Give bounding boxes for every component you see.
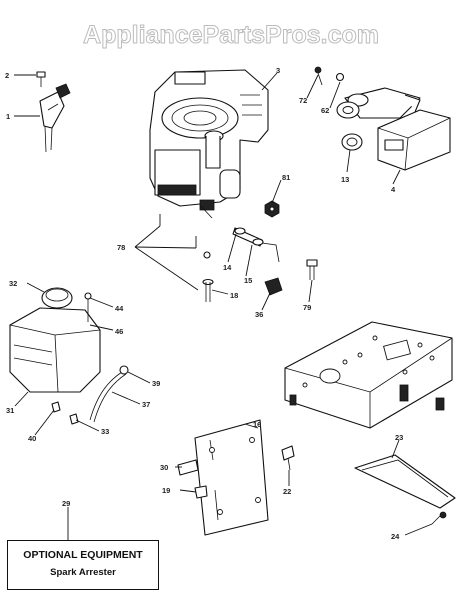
shaft-assembly-part (232, 227, 280, 263)
callout-44: 44 (115, 304, 124, 313)
callout-33: 33 (101, 427, 109, 436)
fuel-cap-part (41, 287, 73, 309)
exhaust-gasket-part (336, 101, 360, 119)
stud-part (306, 259, 318, 280)
callout-39: 39 (152, 379, 160, 388)
callout-15: 15 (244, 276, 252, 285)
callout-22: 22 (283, 487, 291, 496)
callout-labels: 2 1 3 72 62 81 13 4 78 14 15 18 36 79 32… (5, 66, 403, 541)
callout-19: 19 (162, 486, 170, 495)
gasket-part (341, 133, 363, 151)
fuel-filter-part (84, 292, 92, 322)
callout-81: 81 (282, 173, 290, 182)
callout-40: 40 (28, 434, 36, 443)
callout-36: 36 (255, 310, 263, 319)
bolt-part (202, 251, 214, 302)
nut-part (264, 200, 280, 218)
callout-1: 1 (6, 112, 10, 121)
optional-equipment-title: OPTIONAL EQUIPMENT (23, 549, 143, 561)
callout-72: 72 (299, 96, 307, 105)
fuel-line-part (51, 365, 129, 425)
cover-plate-part (354, 454, 456, 509)
cover-screw-part (431, 511, 447, 525)
callout-31: 31 (6, 406, 14, 415)
callout-46: 46 (115, 327, 123, 336)
mounting-bolts-part (134, 214, 199, 291)
callout-13: 13 (341, 175, 349, 184)
callout-2: 2 (5, 71, 9, 80)
leader-lines (14, 72, 433, 540)
optional-equipment-box: OPTIONAL EQUIPMENT Spark Arrester (7, 540, 159, 590)
callout-3: 3 (276, 66, 280, 75)
callout-18: 18 (230, 291, 238, 300)
throttle-bracket-part (39, 83, 71, 153)
spark-arrester-label: Spark Arrester (50, 567, 116, 578)
screw-shield-part (281, 445, 295, 471)
heat-shield-part (194, 419, 269, 536)
callout-32: 32 (9, 279, 17, 288)
engine-part (149, 69, 269, 219)
callout-78: 78 (117, 243, 125, 252)
callout-30: 30 (160, 463, 168, 472)
callout-24: 24 (391, 532, 400, 541)
callout-62: 62 (321, 106, 329, 115)
screw-part (36, 71, 46, 87)
clip-part (177, 459, 208, 499)
callout-16: 16 (253, 420, 261, 429)
callout-79: 79 (303, 303, 311, 312)
bolts-muffler-part (314, 66, 345, 86)
callout-4: 4 (391, 185, 396, 194)
callout-14: 14 (223, 263, 232, 272)
watermark-text: AppliancePartsPros.com (83, 21, 379, 49)
mounting-plate-part (284, 321, 453, 429)
fuel-tank-part (9, 307, 101, 393)
muffler-part (344, 87, 451, 171)
callout-23: 23 (395, 433, 403, 442)
callout-29: 29 (62, 499, 70, 508)
callout-37: 37 (142, 400, 150, 409)
spacer-part (264, 277, 283, 296)
